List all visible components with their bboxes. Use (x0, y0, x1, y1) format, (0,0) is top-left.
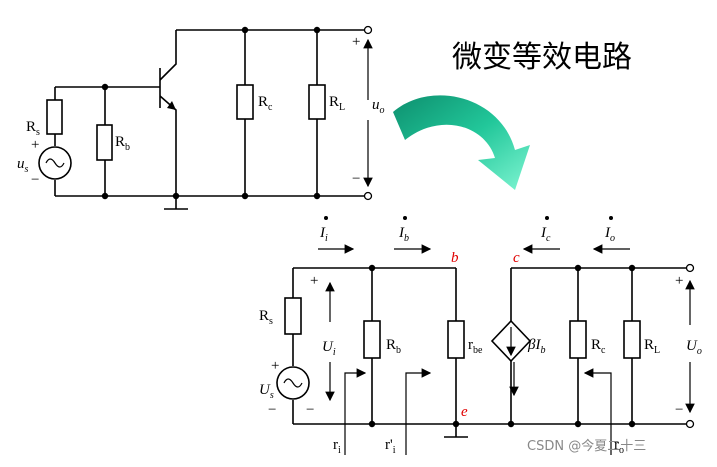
svg-text:+: + (271, 358, 279, 374)
transistor-emitter (159, 95, 177, 196)
svg-text:−: − (352, 171, 360, 187)
svg-text:Ib: Ib (398, 225, 409, 244)
svg-text:βIb: βIb (527, 337, 545, 356)
svg-text:Us: Us (259, 382, 274, 401)
ac-wave-icon (45, 158, 65, 168)
svg-text:ri: ri (333, 437, 341, 456)
node-e-label: e (461, 404, 468, 420)
svg-text:Rc: Rc (258, 94, 273, 113)
output-terminal-bottom (363, 191, 373, 201)
svg-text:Ui: Ui (322, 339, 336, 358)
watermark: CSDN @今夏二十三 (527, 438, 646, 454)
svg-text:Rs: Rs (259, 308, 273, 327)
output-terminal-top (363, 25, 373, 35)
svg-text:RL: RL (329, 94, 345, 113)
node-c-label: c (513, 250, 520, 266)
curved-arrow-icon (393, 95, 530, 190)
output-terminal-top-eq (685, 263, 695, 273)
svg-text:ro: ro (614, 437, 624, 456)
svg-text:us: us (17, 156, 29, 175)
ri-arrow-icon (344, 368, 367, 455)
rbe-resistor (447, 320, 465, 359)
svg-text:Ii: Ii (319, 225, 328, 244)
rb-resistor (96, 124, 113, 161)
rc-resistor-eq (569, 320, 587, 359)
svg-text:−: − (675, 402, 683, 418)
rl-resistor-eq (623, 320, 641, 359)
bottom-circuit: Ii Ib Ic Io b c e Rs + − Ui + Us − Rb rb… (259, 216, 702, 456)
svg-text:Rc: Rc (591, 337, 606, 356)
page-title: 微变等效电路 (452, 40, 632, 75)
rs-resistor (46, 99, 63, 135)
svg-text:+: + (675, 273, 683, 289)
svg-text:−: − (306, 402, 314, 418)
ground-symbol-eq (444, 424, 468, 438)
rs-resistor-eq (284, 297, 302, 335)
svg-text:Ic: Ic (540, 225, 551, 244)
svg-text:rbe: rbe (468, 337, 483, 356)
svg-text:−: − (31, 172, 39, 188)
svg-text:RL: RL (644, 337, 660, 356)
ro-arrow-icon (583, 368, 612, 455)
transistor-collector (159, 30, 177, 81)
rl-resistor (308, 84, 326, 120)
svg-text:+: + (310, 273, 318, 289)
node-b-label: b (451, 250, 459, 266)
top-circuit: Rs + us − Rb Rc RL + − uo (17, 25, 385, 210)
svg-text:Io: Io (604, 225, 615, 244)
svg-text:+: + (31, 137, 39, 153)
svg-text:−: − (268, 402, 276, 418)
rc-resistor (236, 84, 254, 120)
svg-text:Uo: Uo (686, 338, 702, 357)
svg-text:Rb: Rb (115, 134, 130, 153)
ground-symbol (164, 196, 188, 210)
emitter-arrow-icon (167, 101, 176, 110)
svg-text:Rb: Rb (386, 337, 401, 356)
svg-text:r'i: r'i (385, 437, 396, 456)
rb-resistor-eq (363, 320, 381, 359)
ac-wave-icon (283, 378, 303, 388)
output-terminal-bottom-eq (685, 419, 695, 429)
svg-text:Rs: Rs (26, 119, 40, 138)
svg-text:uo: uo (372, 97, 385, 116)
rpi-arrow-icon (405, 368, 432, 455)
svg-text:+: + (352, 34, 360, 50)
